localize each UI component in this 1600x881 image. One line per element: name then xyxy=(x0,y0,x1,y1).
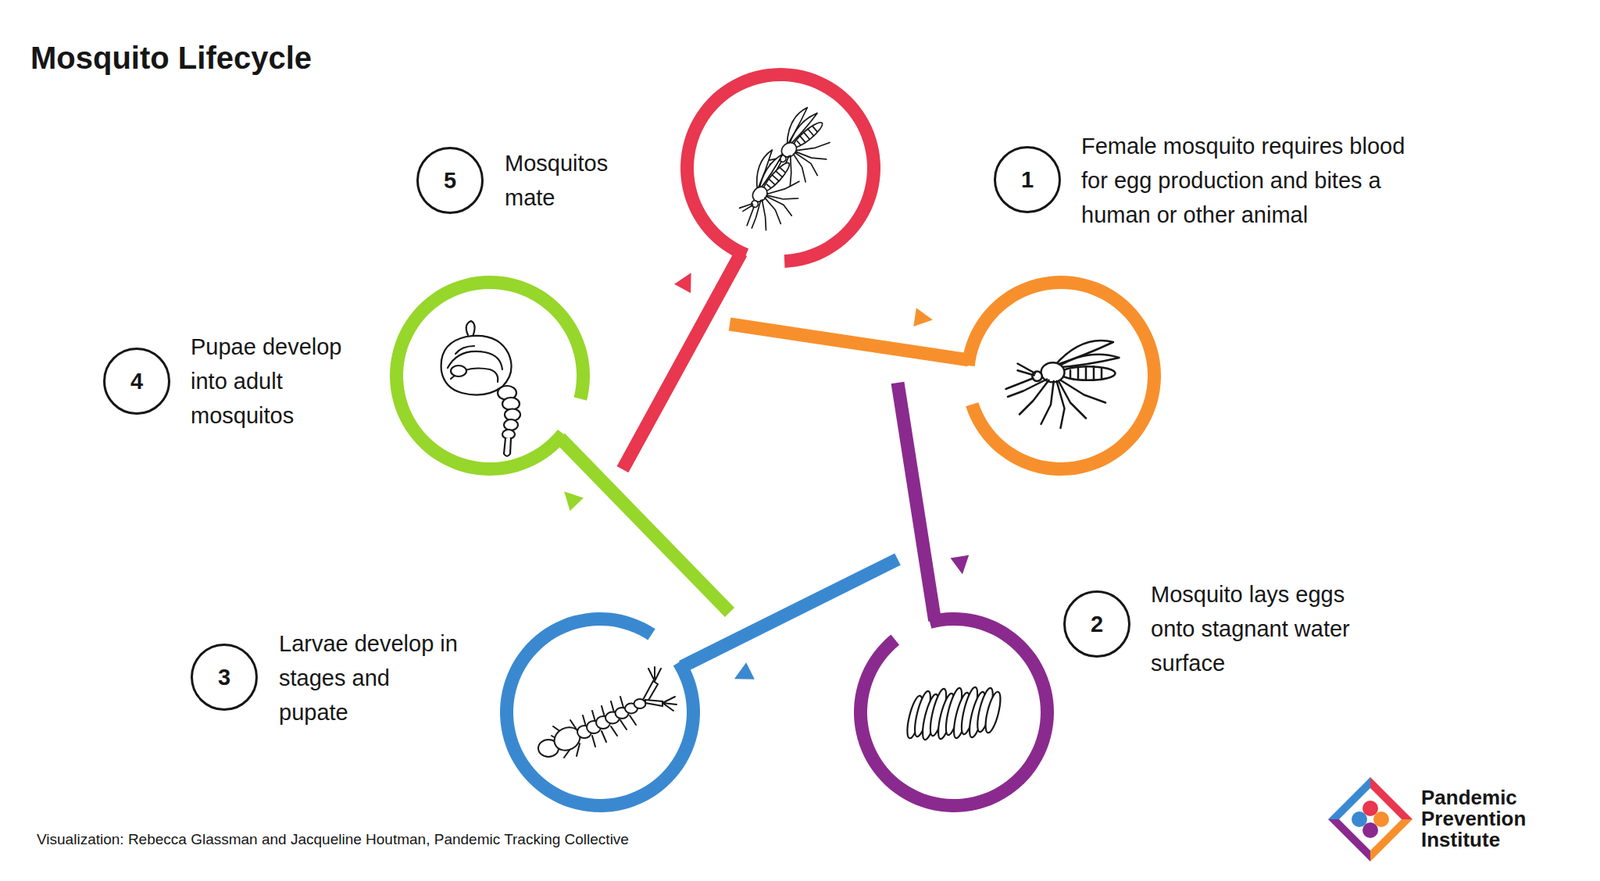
logo-text: Pandemic Prevention Institute xyxy=(1421,787,1558,851)
stage-ring: Mosquito lays eggs onto stagnant water s… xyxy=(853,612,1054,813)
callout-number: 5 xyxy=(443,167,457,193)
callout-circle: 5 xyxy=(416,146,484,215)
ring-outline xyxy=(500,612,700,813)
biting-mosquito xyxy=(1006,340,1120,429)
ring-arc xyxy=(853,612,1054,813)
arrowhead xyxy=(734,662,755,679)
stage-description: Larvae develop in stages and pupate xyxy=(278,626,463,730)
stage-text-holder: Mosquito lays eggs onto stagnant water s… xyxy=(1150,577,1386,681)
callout-circle: 1 xyxy=(993,146,1061,214)
ring-outline xyxy=(389,275,590,476)
callout-number: 3 xyxy=(217,664,231,690)
ring-outline xyxy=(853,612,1054,813)
stage-ring: Larvae develop in stages and pupate xyxy=(500,612,700,813)
stage-text-holder: Female mosquito requires blood for egg p… xyxy=(1081,128,1418,233)
connector-group xyxy=(682,559,898,680)
title: Mosquito Lifecycle xyxy=(30,39,312,77)
stage-ring: Mosquitos mate xyxy=(680,67,881,268)
connector-group xyxy=(729,307,969,361)
callout-number: 4 xyxy=(130,368,143,394)
ring-outline xyxy=(960,275,1161,476)
mating-mosquitoes xyxy=(722,103,849,243)
callout-number: 1 xyxy=(1021,167,1034,193)
ring-arc xyxy=(500,612,700,813)
arrowhead xyxy=(674,272,692,293)
callout-circle: 2 xyxy=(1063,590,1131,658)
larva xyxy=(538,667,677,758)
callout-circle: 3 xyxy=(190,643,258,711)
ring-outline xyxy=(680,67,881,268)
connector-group xyxy=(622,253,742,470)
stage-description: Pupae develop into adult mosquitos xyxy=(190,329,363,433)
stage-text-holder: Larvae develop in stages and pupate xyxy=(278,626,463,730)
caption: Visualization: Rebecca Glassman and Jacq… xyxy=(36,830,629,850)
cycle-connector xyxy=(897,382,936,621)
logo-mark xyxy=(1328,777,1413,862)
ring-arc xyxy=(389,275,590,476)
arrowhead xyxy=(913,307,933,327)
title-holder: Mosquito Lifecycle xyxy=(30,39,312,77)
cycle-connector xyxy=(729,324,969,361)
stage-ring: Pupae develop into adult mosquitos xyxy=(389,275,590,476)
stage-text-holder: Pupae develop into adult mosquitos xyxy=(190,329,363,433)
connector-group xyxy=(560,438,730,613)
caption-holder: Visualization: Rebecca Glassman and Jacq… xyxy=(36,830,629,850)
arrowhead xyxy=(950,555,970,575)
logo-text-holder: Pandemic Prevention Institute xyxy=(1421,787,1558,851)
cycle-connector xyxy=(622,253,742,470)
ring-arc xyxy=(961,275,1161,476)
callout-number: 2 xyxy=(1090,611,1104,637)
pupa xyxy=(441,321,521,457)
stage-description: Mosquito lays eggs onto stagnant water s… xyxy=(1150,577,1386,681)
eggs xyxy=(903,685,1004,742)
cycle-connector xyxy=(682,559,898,668)
stage-ring: Female mosquito requires blood for egg p… xyxy=(960,275,1161,476)
ring-arc xyxy=(680,67,881,268)
stage-text-holder: Mosquitos mate xyxy=(504,146,630,215)
cycle-connector xyxy=(560,438,730,613)
arrowhead xyxy=(564,491,584,511)
callout-circle: 4 xyxy=(103,347,171,415)
connector-group xyxy=(897,382,969,621)
stage-description: Mosquitos mate xyxy=(504,146,630,215)
stage-description: Female mosquito requires blood for egg p… xyxy=(1081,128,1418,233)
